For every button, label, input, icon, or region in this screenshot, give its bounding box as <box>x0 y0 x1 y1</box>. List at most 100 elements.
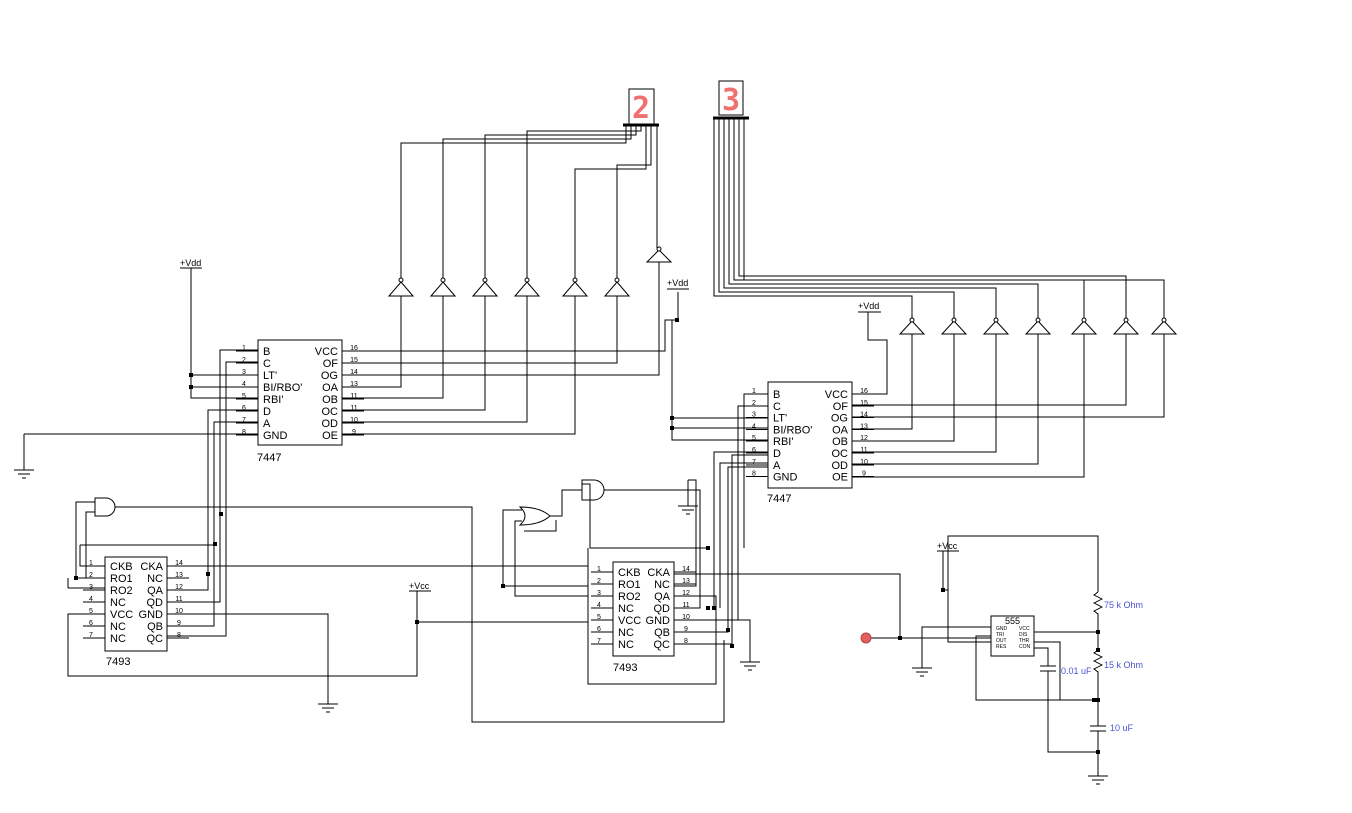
timer-pin-vcc: VCC <box>1019 626 1030 632</box>
counter-left-pin-number-right-0: 14 <box>175 560 183 567</box>
counter-left-part-label: 7493 <box>106 656 130 668</box>
decoder-right-pin-label-right-1: OF <box>833 401 849 413</box>
counter-left-pin-label-right-3: QD <box>147 597 164 609</box>
counter-right-pin-label-right-6: QC <box>654 639 671 651</box>
and-gate-left <box>67 497 725 723</box>
timer-wiring: +Vcc <box>674 535 1108 785</box>
counter-left-pin-number-left-5: 6 <box>89 620 93 627</box>
timer-pin-tri: TRI <box>996 632 1004 638</box>
decoder-left-pin-number-left-6: 7 <box>242 417 246 424</box>
decoder-right-pin-number-right-7: 9 <box>862 471 866 478</box>
decoder-right-pin-number-right-2: 14 <box>860 412 868 419</box>
decoder-left-pin-number-left-3: 4 <box>242 381 246 388</box>
capacitor-001uf-label: 0.01 uF <box>1061 666 1092 676</box>
decoder-right-pin-label-right-2: OG <box>831 413 848 425</box>
vcc-label-timer: +Vcc <box>937 541 958 551</box>
counter-right-pin-number-left-5: 6 <box>597 626 601 633</box>
decoder-left-pin-number-right-0: 16 <box>350 345 358 352</box>
decoder-right-pin-label-right-7: OE <box>832 472 848 484</box>
decoder-left-pin-label-right-4: OB <box>322 394 338 406</box>
counter-right-pin-label-right-4: GND <box>646 615 671 627</box>
decoder-right-pin-number-left-0: 1 <box>752 388 756 395</box>
counter-left-pin-label-right-5: QB <box>147 621 163 633</box>
decoder-left-pin-number-left-7: 8 <box>242 429 246 436</box>
decoder-left-pin-label-left-0: B <box>263 346 270 358</box>
counter-left-pin-label-right-0: CKA <box>140 561 163 573</box>
decoder-right-pin-number-left-5: 6 <box>752 447 756 454</box>
left-display-wiring <box>400 126 658 282</box>
decoder-right-pin-number-right-4: 12 <box>860 435 868 442</box>
counter-right-pin-label-left-0: CKB <box>618 567 641 579</box>
decoder-left-pin-number-left-5: 6 <box>242 405 246 412</box>
decoder-left-pin-number-left-1: 2 <box>242 357 246 364</box>
inverter-row-left <box>387 246 673 297</box>
counter-left-pin-label-left-6: NC <box>110 633 126 645</box>
decoder-right-pin-number-left-7: 8 <box>752 471 756 478</box>
decoder-left-pin-label-left-7: GND <box>263 430 288 442</box>
counter-left-pin-label-left-3: NC <box>110 597 126 609</box>
decoder-right-pin-number-left-4: 5 <box>752 435 756 442</box>
counter-left-pin-label-right-6: QC <box>147 633 164 645</box>
counter-right-pin-label-left-5: NC <box>618 627 634 639</box>
decoder-left-pin-number-right-4: 11 <box>350 393 357 400</box>
counter-left-pin-label-left-0: CKB <box>110 561 133 573</box>
decoder-left-pin-number-right-1: 15 <box>350 357 358 364</box>
or-gate-right <box>501 489 588 597</box>
decoder-left-pin-label-right-6: OD <box>322 418 339 430</box>
counter-right-pin-label-right-5: QB <box>654 627 670 639</box>
counter-left-pin-label-left-4: VCC <box>110 609 133 621</box>
vdd-label-left: +Vdd <box>180 258 201 268</box>
decoder-left-pin-label-left-1: C <box>263 358 271 370</box>
counter-left-pin-number-left-4: 5 <box>89 608 93 615</box>
timer-pin-out: OUT <box>996 638 1007 644</box>
decoder-right-pin-number-right-1: 15 <box>860 400 868 407</box>
counter-right-pin-number-left-4: 5 <box>597 614 601 621</box>
clock-probe[interactable] <box>860 632 872 644</box>
counter-7493-right: 7493 <box>612 561 675 674</box>
decoder-left-pin-label-left-2: LT' <box>263 370 277 382</box>
decoder-left-pin-label-right-0: VCC <box>315 346 338 358</box>
timer-pin-con: CON <box>1019 644 1031 650</box>
decoder-right-pin-number-right-6: 10 <box>860 459 868 466</box>
decoder-left-pin-label-left-4: RBI' <box>263 394 283 406</box>
decoder-right-pin-label-right-0: VCC <box>825 389 848 401</box>
decoder-left-pin-label-right-1: OF <box>323 358 339 370</box>
timer-pin-dis: DIS <box>1019 632 1028 638</box>
timer-pin-gnd: GND <box>996 626 1008 632</box>
counter-right-gnd-wire <box>674 619 751 662</box>
vdd-supply-left: +Vdd <box>14 258 258 479</box>
right-decoder-output-wiring <box>852 334 1165 478</box>
decoder-right-pin-label-left-2: LT' <box>773 413 787 425</box>
capacitor-10uf-label: 10 uF <box>1110 723 1134 733</box>
resistor-15k-label: 15 k Ohm <box>1104 660 1143 670</box>
decoder-left-pin-number-right-3: 13 <box>350 381 358 388</box>
counter-left-pin-label-right-2: QA <box>147 585 164 597</box>
decoder-7447-right: 7447 <box>767 381 853 505</box>
vcc-label-left: +Vcc <box>409 581 430 591</box>
counter-left-pin-label-left-5: NC <box>110 621 126 633</box>
counter-left-pin-number-left-0: 1 <box>89 560 93 567</box>
counter-right-pin-number-left-1: 2 <box>597 578 601 585</box>
vdd-label-right: +Vdd <box>858 301 879 311</box>
resistor-75k-label: 75 k Ohm <box>1104 600 1143 610</box>
counter-right-pin-number-right-6: 8 <box>684 638 688 645</box>
counter-left-pin-number-right-4: 10 <box>175 608 183 615</box>
decoder-left-pin-label-right-7: OE <box>322 430 338 442</box>
timer-part-label: 555 <box>1005 616 1020 626</box>
decoder-left-pin-label-left-3: BI/RBO' <box>263 382 302 394</box>
counter-right-pin-number-right-1: 13 <box>682 578 690 585</box>
decoder-7447-left: 7447 <box>257 339 343 464</box>
counter-right-pin-number-right-5: 9 <box>684 626 688 633</box>
counter-7493-left: 7493 <box>104 556 168 668</box>
counter-left-pin-number-left-6: 7 <box>89 632 93 639</box>
counter-right-pin-label-right-0: CKA <box>647 567 670 579</box>
decoder-left-pin-number-right-5: 11 <box>350 405 357 412</box>
counter-right-pin-number-right-2: 12 <box>682 590 690 597</box>
timer-pin-thr: THR <box>1019 638 1030 644</box>
decoder-right-pin-label-left-5: D <box>773 448 781 460</box>
ground-symbol-counter-right <box>740 661 760 671</box>
decoder-right-pin-number-left-6: 7 <box>752 459 756 466</box>
decoder-left-pin-label-right-5: OC <box>322 406 339 418</box>
